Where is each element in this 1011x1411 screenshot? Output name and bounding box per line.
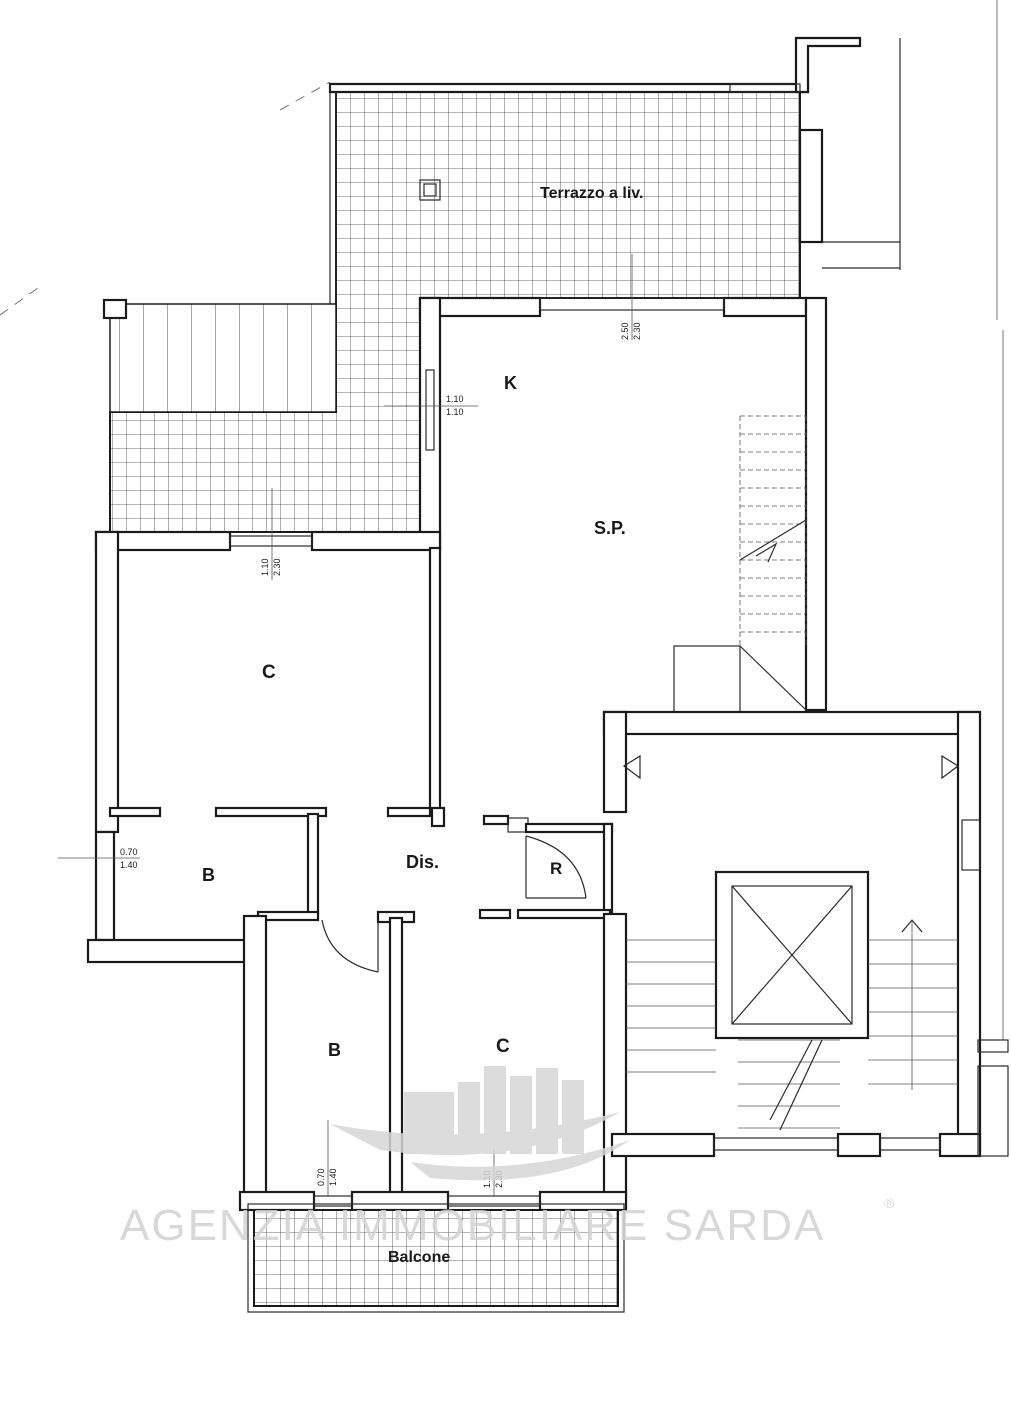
stairs: [673, 415, 807, 713]
dim-bedroom1-top: 1.10: [260, 558, 270, 576]
label-terrazzo: Terrazzo a liv.: [540, 185, 643, 202]
label-balcony: Balcone: [388, 1249, 450, 1266]
dim-bath2-bottom: 1.40: [328, 1168, 338, 1186]
dim-bedroom1-bottom: 2.30: [272, 558, 282, 576]
dim-bath1-bottom: 1.40: [120, 860, 138, 870]
room-labels: Terrazzo a liv. K S.P. C B Dis. R B C Ba…: [202, 185, 643, 1266]
label-bedroom-1: C: [262, 662, 276, 683]
watermark-text: AGENZIA IMMOBILIARE SARDA: [120, 1201, 825, 1250]
label-bedroom-2: C: [496, 1036, 510, 1057]
balcony: [247, 1203, 625, 1313]
watermark-registered: ®: [884, 1195, 896, 1211]
dim-kitchen-side-bottom: 1.10: [446, 407, 464, 417]
label-bath-2: B: [328, 1040, 341, 1060]
label-kitchen: K: [504, 373, 517, 393]
watermark: AGENZIA IMMOBILIARE SARDA ®: [120, 1066, 896, 1250]
walls: [86, 296, 828, 1212]
label-fridge: R: [550, 859, 562, 878]
dim-kitchen-window-top: 2.50: [620, 322, 630, 340]
label-hall: Dis.: [406, 852, 439, 872]
site-lines: [0, 0, 1004, 1040]
dim-kitchen-window-bottom: 2.30: [632, 322, 642, 340]
label-living: S.P.: [594, 518, 626, 538]
stairwell: [602, 710, 1009, 1158]
label-bath-1: B: [202, 865, 215, 885]
watermark-logo-icon: [330, 1066, 630, 1181]
terrace: [102, 36, 901, 533]
doors: [321, 835, 587, 973]
dim-bath1-top: 0.70: [120, 847, 138, 857]
dim-bath2-top: 0.70: [316, 1168, 326, 1186]
dim-kitchen-side-top: 1.10: [446, 394, 464, 404]
